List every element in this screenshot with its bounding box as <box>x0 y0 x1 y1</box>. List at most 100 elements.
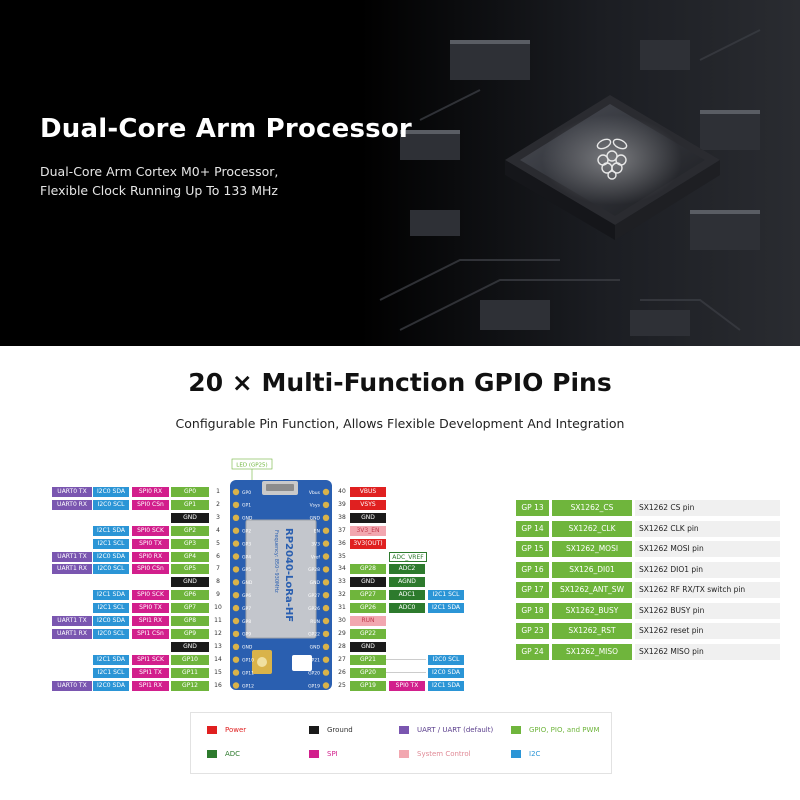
left-pin-6-uart: UART1 TX <box>52 551 92 562</box>
right-pin-28-label: GND <box>350 641 386 652</box>
left-pin-number-8: 8 <box>216 578 220 586</box>
left-pin-6-gp: GP4 <box>171 551 209 562</box>
right-pin-31-label: GP26 <box>350 603 386 614</box>
left-pin-4-gp: GP2 <box>171 525 209 536</box>
right-pin-27-i2c: I2C0 SCL <box>428 654 464 665</box>
pin-table-gpio: GP 18 <box>516 602 549 619</box>
left-pin-11-uart: UART1 TX <box>52 616 92 626</box>
left-pin-2-i2c: I2C0 SCL <box>93 499 129 510</box>
left-pin-2-gp: GP1 <box>171 499 209 510</box>
board-pin-pad <box>232 682 240 689</box>
left-pin-number-13: 13 <box>214 642 222 650</box>
board-pin-pad <box>232 527 240 534</box>
legend-item-system: System Control <box>399 749 471 759</box>
left-pin-number-14: 14 <box>214 655 222 663</box>
left-pin-3-gp: GND <box>171 512 209 523</box>
left-pin-number-10: 10 <box>214 604 222 612</box>
legend-swatch-adc <box>207 750 217 758</box>
right-pin-38-label: GND <box>350 512 386 523</box>
pin-table-signal: SX1262_MISO <box>552 643 632 660</box>
left-pin-10-gp: GP7 <box>171 603 209 614</box>
board-pin-silkscreen-right: RUN <box>310 619 320 625</box>
board-pin-silkscreen-left: GP11 <box>242 670 254 676</box>
legend-swatch-ground <box>309 726 319 734</box>
gpio-section-title: 20 × Multi-Function GPIO Pins <box>188 368 612 397</box>
left-pin-9-gp: GP6 <box>171 590 209 601</box>
legend-swatch-spi <box>309 750 319 758</box>
right-pin-34-extra: ADC2 <box>389 564 425 575</box>
board-model-text: RP2040-LoRa-HF <box>283 528 294 622</box>
left-pin-number-9: 9 <box>216 591 220 599</box>
hero-title: Dual-Core Arm Processor <box>40 114 412 144</box>
right-pin-number-39: 39 <box>338 500 346 508</box>
board-pin-silkscreen-right: 3V3 <box>311 541 320 547</box>
left-pin-16-i2c: I2C0 SDA <box>93 680 129 691</box>
board-pin-pad <box>322 669 330 676</box>
board-pin-pad <box>232 501 240 509</box>
lora-module <box>245 519 317 639</box>
board-pin-silkscreen-right: Vbus <box>309 490 321 496</box>
board-pin-silkscreen-right: Vsys <box>310 503 321 509</box>
right-pin-32-i2c: I2C1 SCL <box>428 590 464 601</box>
left-pin-14-i2c: I2C1 SDA <box>93 654 129 665</box>
right-pin-39-label: VSYS <box>350 499 386 510</box>
pin-table-description: SX1262 RF RX/TX switch pin <box>635 582 780 598</box>
left-pin-9-spi: SPI0 SCK <box>132 590 169 601</box>
legend-item-spi: SPI <box>309 749 338 759</box>
board-pin-pad <box>232 630 240 638</box>
right-pin-36-label: 3V3(OUT) <box>350 538 386 549</box>
right-pin-34-label: GP28 <box>350 564 386 575</box>
right-pin-35-extra: ADC_VREF <box>389 551 427 562</box>
board-pin-pad <box>322 540 330 547</box>
board-pin-pad <box>322 643 330 650</box>
pin-table-description: SX1262 CS pin <box>635 500 780 516</box>
board-pin-silkscreen-left: GP10 <box>242 658 254 664</box>
board-pin-pad <box>232 643 240 650</box>
right-pin-number-35: 35 <box>338 552 346 560</box>
legend-label-i2c: I2C <box>529 750 541 758</box>
left-pin-5-spi: SPI0 TX <box>132 538 169 549</box>
pin-table-gpio: GP 16 <box>516 561 549 578</box>
left-pin-8-gp: GND <box>171 577 209 588</box>
left-pin-9-i2c: I2C1 SDA <box>93 590 129 601</box>
right-pin-number-26: 26 <box>338 668 346 676</box>
left-pin-2-uart: UART0 RX <box>52 499 92 510</box>
left-pin-number-1: 1 <box>216 488 220 495</box>
legend-label-power: Power <box>225 726 247 734</box>
pin-table-description: SX1262 MOSI pin <box>635 541 780 557</box>
left-pin-1-gp: GP0 <box>171 487 209 497</box>
board-pin-silkscreen-right: GP19 <box>308 683 320 689</box>
board-pin-pad <box>232 669 240 676</box>
left-pin-10-spi: SPI0 TX <box>132 603 169 614</box>
left-pin-14-spi: SPI1 SCK <box>132 654 169 665</box>
legend-item-uart: UART / UART (default) <box>399 725 493 735</box>
left-pin-16-spi: SPI1 RX <box>132 680 169 691</box>
board-pin-silkscreen-left: GP3 <box>242 541 251 547</box>
hero-subtitle-line-2: Flexible Clock Running Up To 133 MHz <box>40 183 278 198</box>
pin-connector-lines <box>386 659 426 673</box>
right-pin-27-label: GP21 <box>350 654 386 665</box>
legend-item-ground: Ground <box>309 725 353 735</box>
right-pin-25-extra: SPI0 TX <box>389 680 425 691</box>
right-pin-number-29: 29 <box>338 629 346 637</box>
legend-label-system: System Control <box>417 750 471 758</box>
board-pin-pad <box>322 656 330 663</box>
board-pin-pad <box>322 630 330 638</box>
pin-table-description: SX1262 MISO pin <box>635 643 780 660</box>
board-pin-silkscreen-left: GND <box>242 580 253 586</box>
processor-chip-illustration <box>0 0 800 346</box>
board-pin-pad <box>232 488 240 496</box>
right-pin-26-i2c: I2C0 SDA <box>428 667 464 678</box>
pin-table-signal: SX1262_BUSY <box>552 602 632 619</box>
right-pin-number-37: 37 <box>338 526 346 534</box>
left-pin-4-i2c: I2C1 SDA <box>93 525 129 536</box>
hero-banner: Dual-Core Arm Processor Dual-Core Arm Co… <box>0 0 800 346</box>
board-pin-silkscreen-left: GP1 <box>242 503 251 509</box>
board-pin-silkscreen-right: GP28 <box>308 567 320 573</box>
left-pin-5-i2c: I2C1 SCL <box>93 538 129 549</box>
board-pin-silkscreen-left: GP8 <box>242 619 251 625</box>
